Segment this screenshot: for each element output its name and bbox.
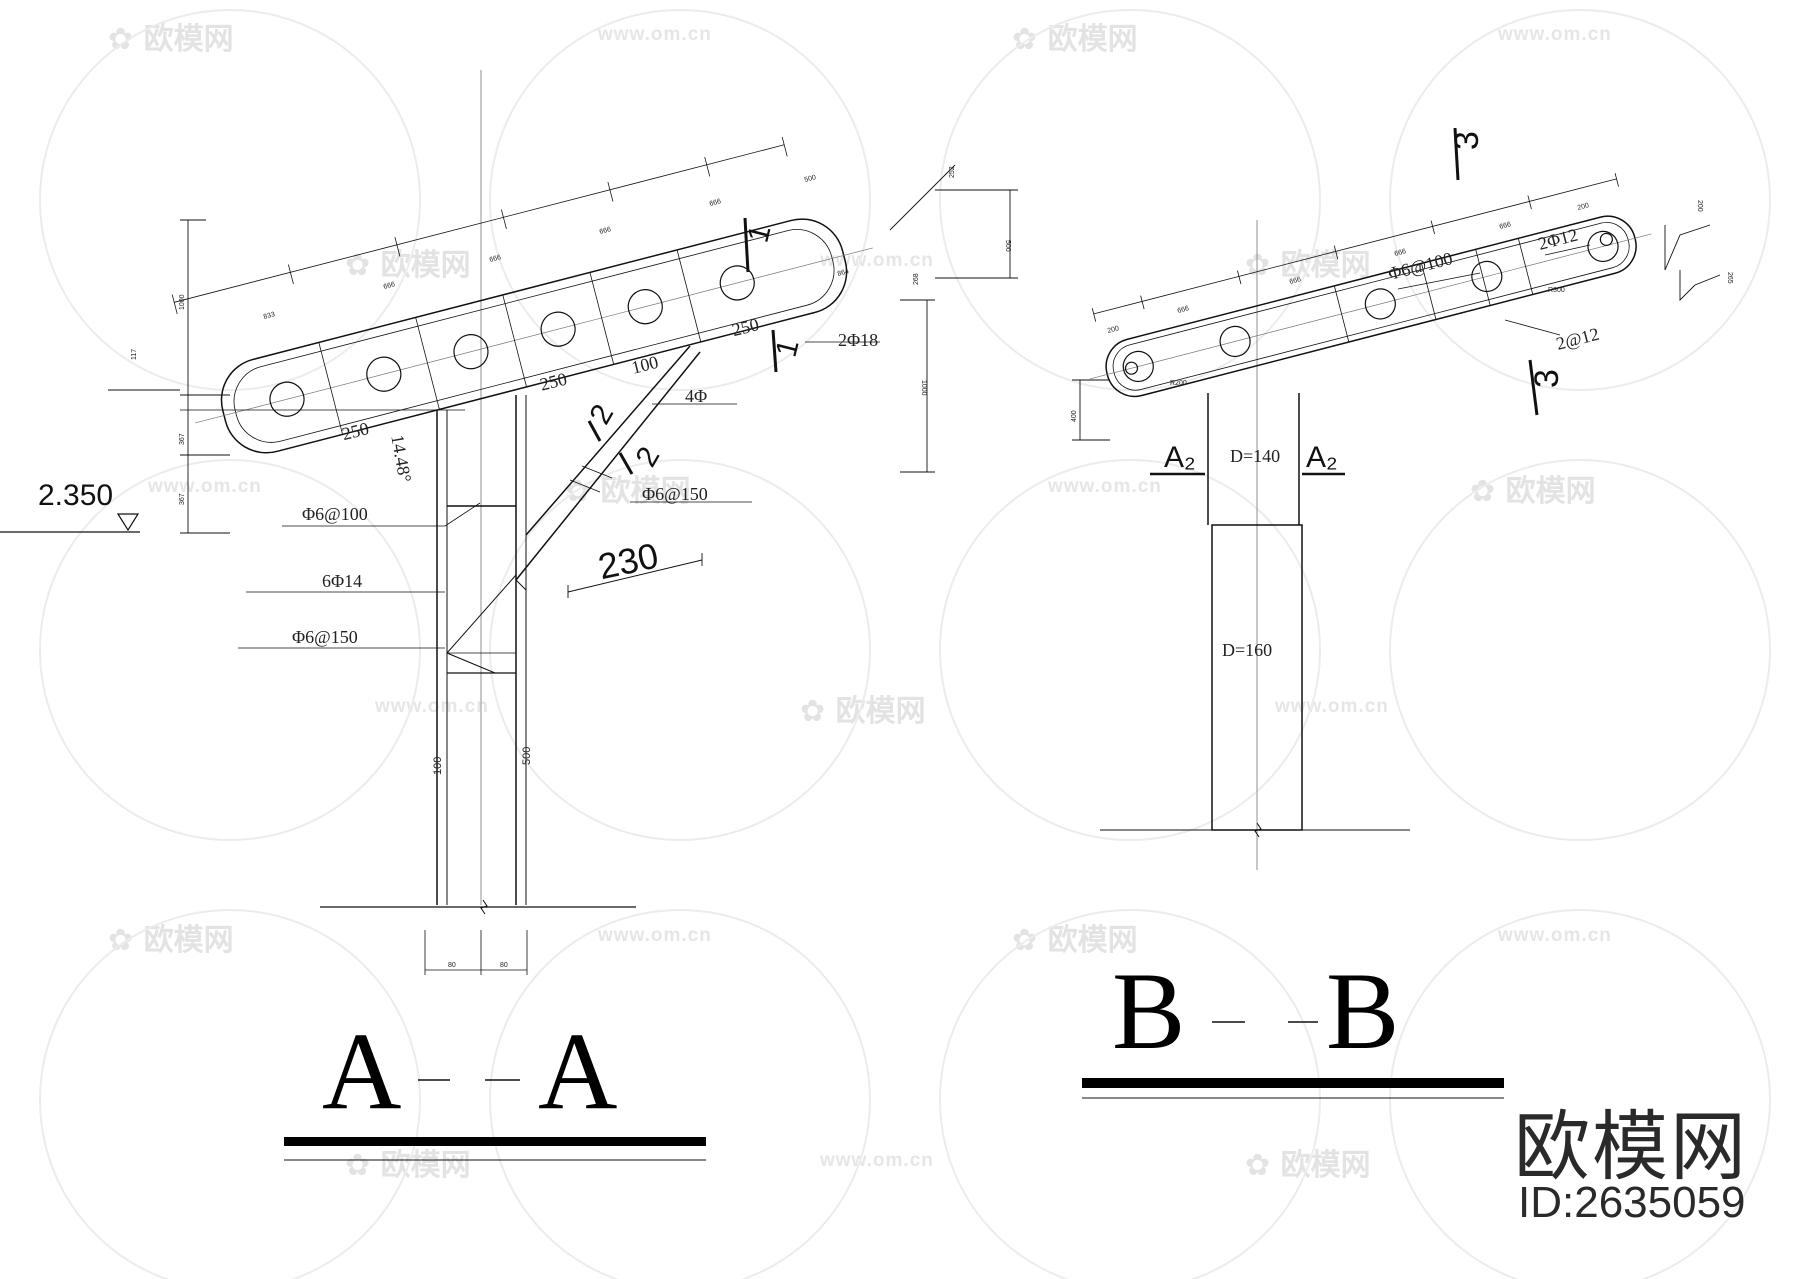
aa-dim-252: 252 [949,166,956,178]
bb-inclined-beam [1089,172,1652,398]
watermark-url: www.om.cn [1498,925,1612,946]
bb-d140: D=140 [1230,446,1280,466]
bb-top-dim: 666 [1289,276,1302,286]
aa-cut-2-bottom: 2 [630,441,667,472]
bb-dim-200-right: 200 [1696,200,1703,212]
aa-rebar-phi6-150: Φ6@150 [292,627,358,647]
aa-rebar-4phi: 4Φ [685,386,707,406]
aa-top-dim: 666 [383,281,396,291]
watermark-brand: ✿ 欧模网 [345,248,471,283]
brand-logo-text: 欧模网 [1514,1102,1748,1191]
aa-rebar-6phi14: 6Φ14 [322,571,362,591]
watermark-brand: ✿ 欧模网 [800,694,926,729]
aa-rebar-phi6-150-diagonal: Φ6@150 [642,484,708,504]
watermark-brand: ✿ 欧模网 [1012,22,1138,57]
bb-d160: D=160 [1222,640,1272,660]
bb-dim-265: 265 [1726,272,1733,284]
aa-dim-500: 500 [1004,240,1011,252]
aa-elevation-label: 2.350 [38,479,113,512]
aa-dim-268: 268 [913,273,920,285]
watermark-brand: ✿ 欧模网 [345,1148,471,1183]
watermark-arcs [39,9,1771,1279]
watermark-url: www.om.cn [1048,476,1162,497]
aa-rebar-phi6-100: Φ6@100 [302,504,368,524]
watermark-url: www.om.cn [598,24,712,45]
model-id-label: ID:2635059 [1518,1178,1746,1227]
aa-top-dim: 500 [804,174,817,184]
aa-top-dim: 833 [263,311,276,321]
bb-cut-3-bottom: 3 [1528,369,1566,388]
aa-dim-864: 864 [837,268,850,278]
watermark-url: www.om.cn [375,696,489,717]
bb-title-left: B [1112,950,1185,1072]
section-aa-drawing [0,70,1018,1161]
aa-rebar-2phi18: 2Φ18 [838,330,878,350]
aa-dim-1000-right: 1000 [920,380,927,396]
aa-dim-100-top: 100 [629,352,660,378]
bb-label-a2-right: A₂ [1306,441,1338,474]
watermark-brand: ✿ 欧模网 [1245,1148,1371,1183]
bb-cut-3-top: 3 [1448,131,1486,150]
watermark-brand: ✿ 欧模网 [1012,923,1138,958]
watermark-url: www.om.cn [1275,696,1389,717]
aa-top-dim: 666 [709,198,722,208]
aa-title-left: A [322,1010,401,1132]
bb-top-dim: 666 [1499,221,1512,231]
bb-label-a2-left: A₂ [1164,441,1196,474]
bb-r300: R300 [1548,287,1565,294]
aa-dim-250-a: 250 [340,418,371,444]
aa-dim-117: 117 [131,349,138,360]
aa-cut-2-top: 2 [583,399,620,430]
bb-top-dim: 666 [1394,248,1407,258]
bb-r200: R200 [1170,380,1187,387]
watermark-url: www.om.cn [1498,24,1612,45]
aa-dim-230: 230 [595,535,662,588]
aa-col-dim-100: 100 [432,757,444,775]
bb-top-dim: 200 [1577,202,1590,212]
bb-dim-400: 400 [1071,410,1078,422]
watermark-brand: ✿ 欧模网 [108,923,234,958]
aa-title-right: A [538,1010,617,1132]
bb-title-right: B [1326,950,1399,1072]
bb-rebar-2phi12: 2Φ12 [1536,224,1580,253]
aa-dim-1000-left: 1000 [179,294,186,310]
aa-dim-250-c: 250 [730,314,761,340]
section-bb-drawing [1072,127,1721,1099]
bb-rebar-2at12: 2@12 [1554,324,1601,354]
aa-top-dim: 666 [599,226,612,236]
aa-inclined-beam [171,136,873,454]
aa-dim-367: 367 [179,493,186,505]
aa-angle: 14.48° [387,433,415,483]
watermark-url: www.om.cn [820,250,934,271]
bb-top-dim: 200 [1107,325,1120,335]
aa-dim-367: 367 [179,433,186,445]
watermark-brand: ✿ 欧模网 [565,474,691,509]
aa-col-dim-500: 500 [521,747,533,765]
watermark-url: www.om.cn [598,925,712,946]
aa-top-dim: 666 [489,254,502,264]
aa-dim-250-b: 250 [538,369,569,395]
aa-base-dim-80: 80 [448,962,456,969]
aa-base-dim-80: 80 [500,962,508,969]
watermark-url: www.om.cn [148,476,262,497]
watermark-brand: ✿ 欧模网 [108,22,234,57]
bb-top-dim: 666 [1177,305,1190,315]
watermark-url: www.om.cn [820,1150,934,1171]
